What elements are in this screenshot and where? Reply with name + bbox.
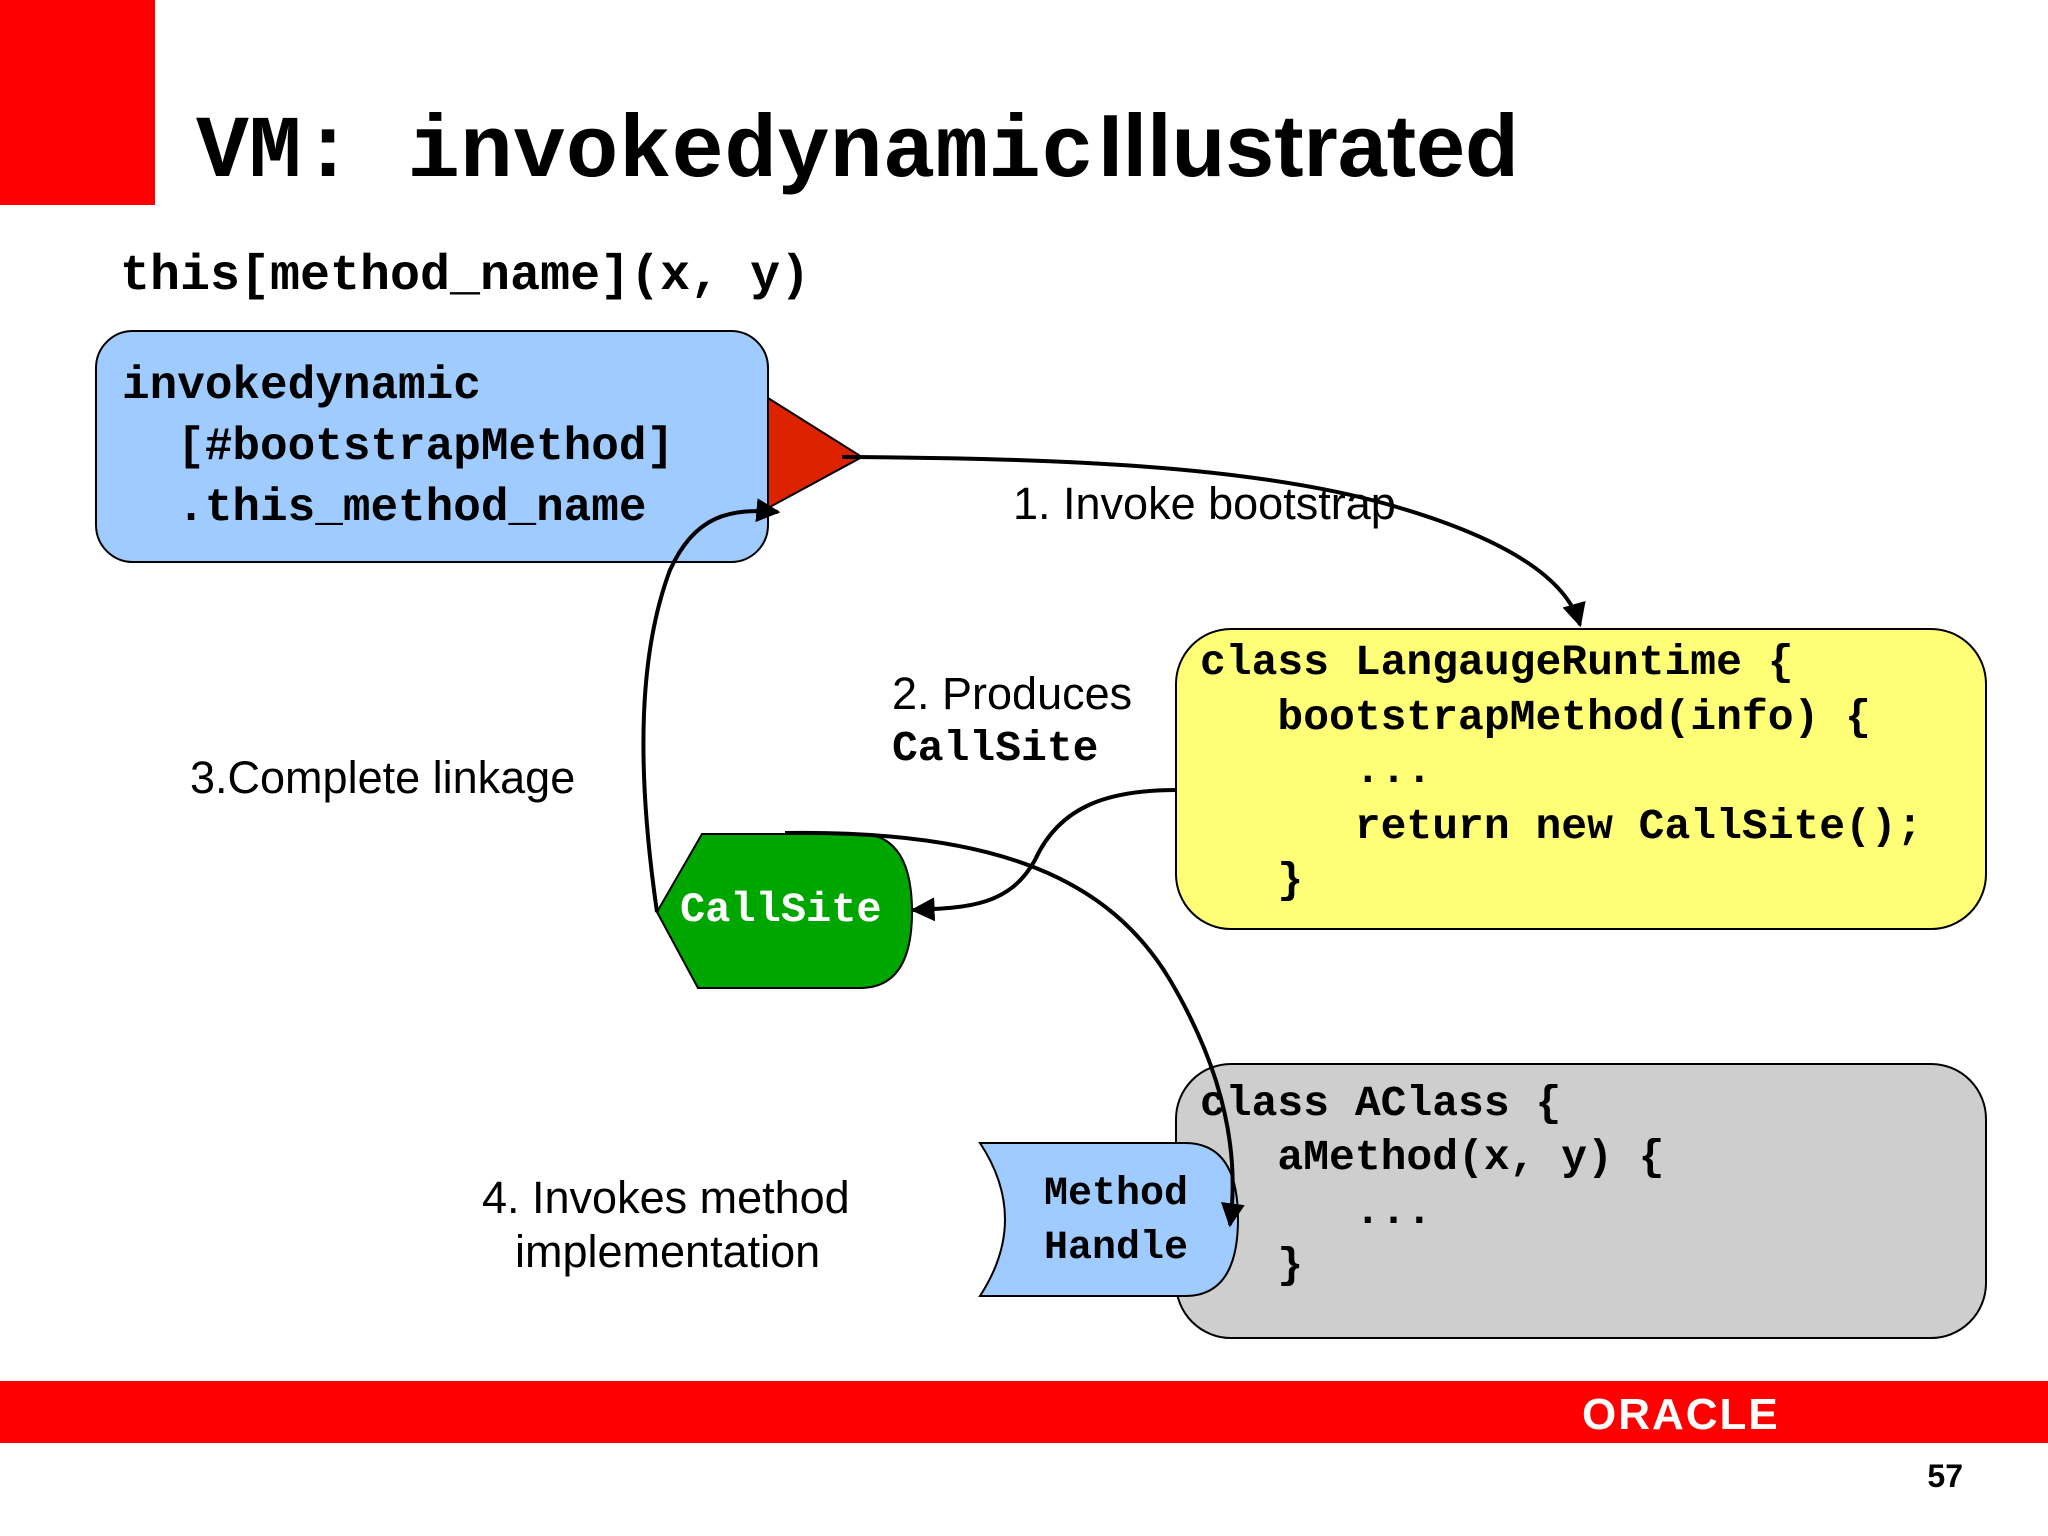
expression-code: this[method_name](x, y) [120,248,811,305]
callsite-node-label: CallSite [680,886,882,934]
runtime-line-5: } [1200,856,1304,905]
arrow-invokes-method [784,830,1245,1228]
footer-bar [0,1381,2048,1443]
method-handle-label-2: Handle [1044,1226,1189,1271]
title-sans-part: Illustrated [1098,96,1519,195]
runtime-line-2: bootstrapMethod(info) { [1200,693,1871,742]
runtime-line-1: class LangaugeRuntime { [1200,638,1794,687]
aclass-box: class AClass { aMethod(x, y) { ... } [1175,1063,1987,1339]
method-handle-node-shape [978,1142,1240,1297]
aclass-line-4: } [1200,1241,1304,1290]
runtime-line-4: return new CallSite(); [1200,802,1923,851]
arrow-invoke-bootstrap [841,455,1586,628]
red-corner-accent [0,0,155,205]
aclass-line-2: aMethod(x, y) { [1200,1133,1665,1182]
indy-line-1: invokedynamic [122,360,481,412]
invokedynamic-box: invokedynamic [#bootstrapMethod] .this_m… [95,330,769,563]
indy-line-2: [#bootstrapMethod] [122,421,675,473]
method-handle-label-1: Method [1044,1172,1189,1217]
step-3-label: 3.Complete linkage [190,752,576,803]
indy-line-3: .this_method_name [122,482,647,534]
aclass-line-1: class AClass { [1200,1079,1562,1128]
title-mono-part: VM: invokedynamic [196,104,1094,203]
arrow-complete-linkage [641,498,781,913]
oracle-logo: ORACLE [1582,1390,1780,1437]
step-4-label-line1: 4. Invokes method [482,1172,850,1223]
oracle-logo-text: ORACLE [1582,1390,1780,1437]
step-1-label: 1. Invoke bootstrap [1013,478,1396,529]
aclass-line-3: ... [1200,1187,1433,1236]
step-4-label-line2: implementation [515,1226,821,1277]
slide-title: VM: invokedynamic Illustrated [196,95,1519,203]
page-number: 57 [1927,1458,1963,1494]
runtime-line-3: ... [1200,746,1433,795]
arrow-produces-callsite [910,788,1178,922]
step-2-label-line1: 2. Produces [892,668,1133,719]
language-runtime-box: class LangaugeRuntime { bootstrapMethod(… [1175,628,1987,930]
bootstrap-trigger-triangle [767,396,864,510]
step-2-label-line2: CallSite [892,724,1099,773]
